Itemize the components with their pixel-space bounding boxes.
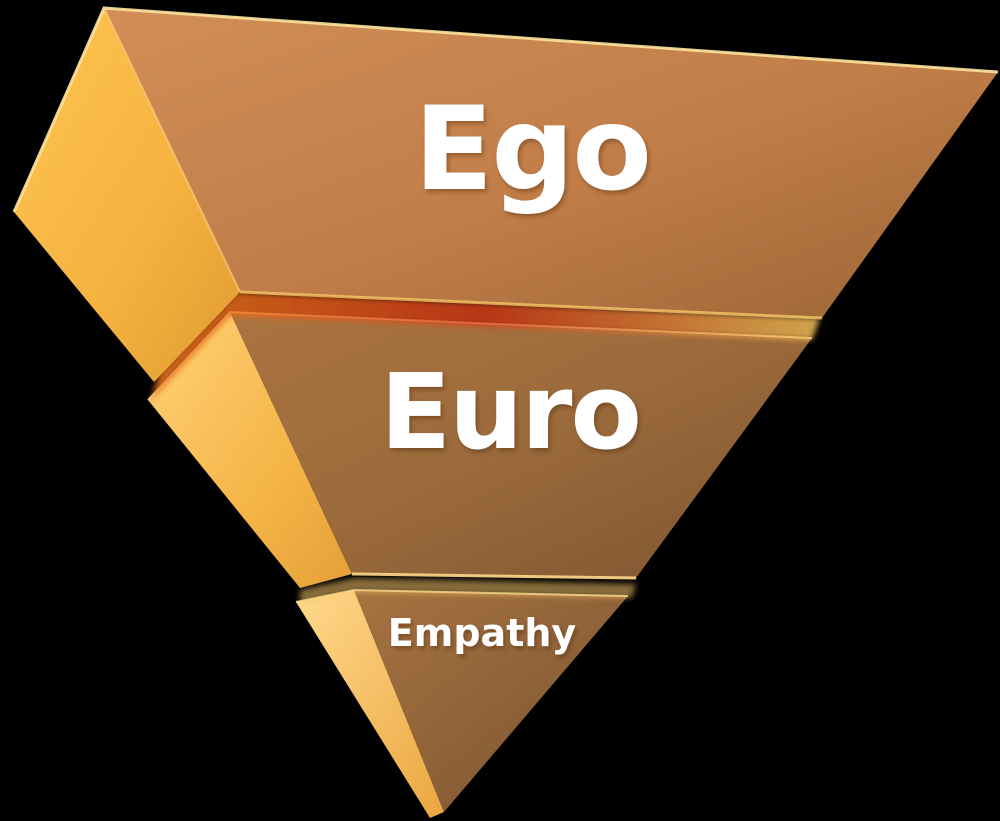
tier-middle-side-face [148,312,352,588]
tier-middle-front-face [230,312,812,578]
tier-middle [147,310,813,588]
middle-bottom-seam [300,578,636,604]
tier-top-label: Ego [414,82,652,217]
tier-bottom-side-face [296,590,444,818]
tier-top [12,6,999,382]
tier-bottom-label: Empathy [387,611,577,655]
tier-bottom-front-face [354,590,628,812]
top-middle-seam [150,292,820,402]
tier-top-side-face [14,8,240,382]
tier-middle-label: Euro [380,351,642,473]
tier-top-bottom-edge [239,290,823,320]
tier-middle-bottom-edge [351,572,637,580]
tier-top-corner-edge [103,7,241,293]
tier-top-front-face [104,8,998,318]
